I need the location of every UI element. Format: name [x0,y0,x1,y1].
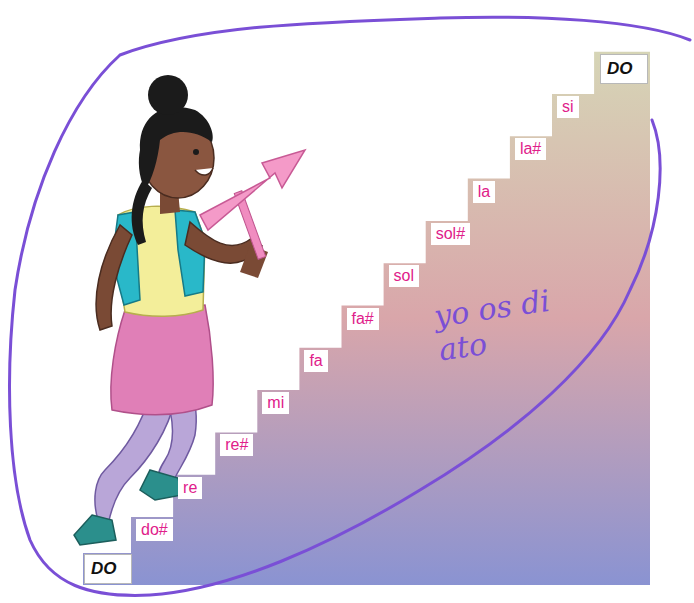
note-name: mi [267,394,284,412]
staircase [83,52,650,585]
tonic-step-box: DO [84,554,132,584]
note-name: DO [91,559,125,579]
note-step-box: sol [389,265,419,287]
girl-figure [74,75,305,545]
tonic-step-box: DO [600,54,648,84]
note-step-box: do# [136,519,173,541]
note-name: do# [141,521,168,539]
note-name: la [478,183,490,201]
note-name: sol [394,267,414,285]
note-name: fa# [352,310,374,328]
note-name: sol# [436,225,465,243]
note-step-box: si [557,96,579,118]
note-step-box: mi [262,392,289,414]
note-name: re# [225,436,248,454]
note-step-box: la [473,181,495,203]
note-step-box: re# [220,434,253,456]
note-name: DO [607,59,641,79]
note-name: si [562,98,574,116]
note-step-box: fa# [347,308,379,330]
note-step-box: la# [515,138,546,160]
note-name: re [183,479,197,497]
hand-drawn-loop [10,17,690,595]
note-step-box: sol# [431,223,470,245]
note-step-box: fa [304,350,327,372]
note-name: la# [520,140,541,158]
note-name: fa [309,352,322,370]
note-step-box: re [178,477,202,499]
